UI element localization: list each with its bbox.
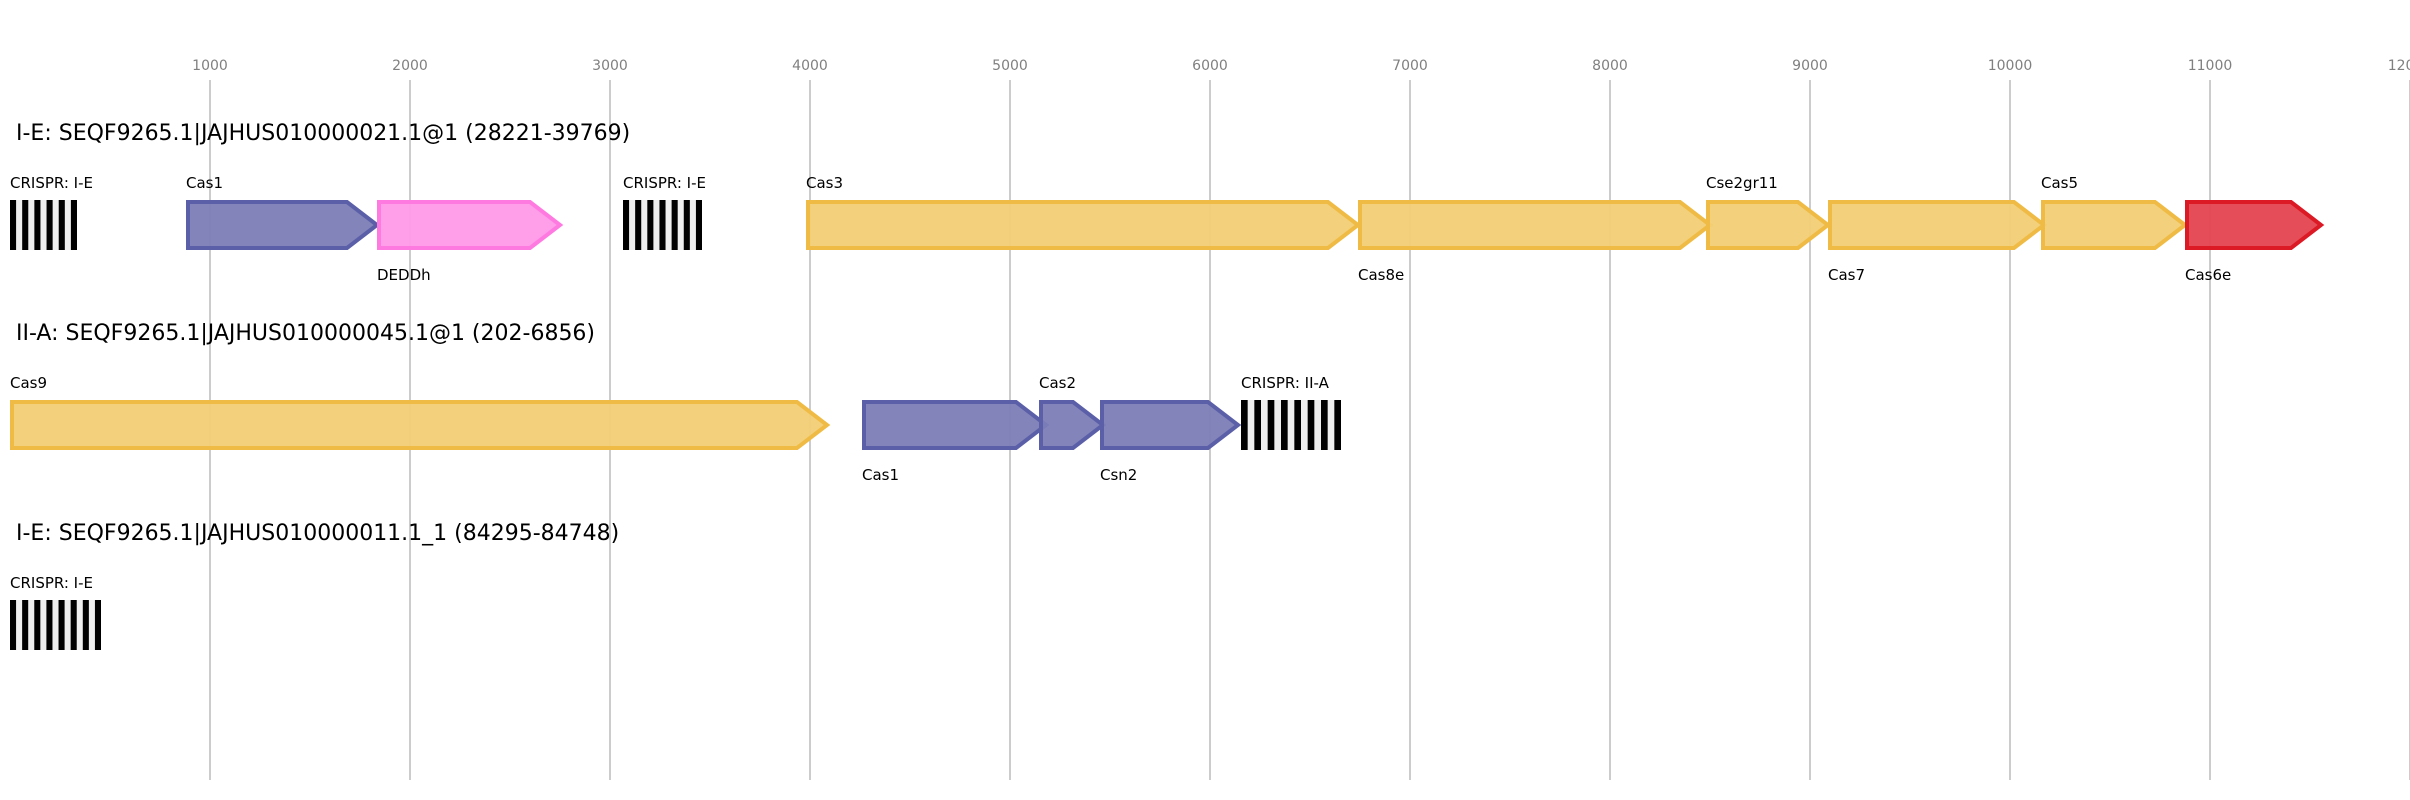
feature-label: Cas1 — [186, 174, 223, 192]
feature-label: CRISPR: I-E — [10, 174, 93, 192]
gene-arrow-cas8e[interactable] — [1358, 200, 1714, 250]
crispr-array[interactable] — [10, 200, 77, 250]
gene-arrow-csn2[interactable] — [1100, 400, 1242, 450]
crispr-repeat — [46, 600, 53, 650]
feature-label: CRISPR: I-E — [623, 174, 706, 192]
tick-label: 2000 — [392, 58, 428, 74]
crispr-repeat — [1307, 400, 1315, 450]
crispr-repeat — [10, 200, 17, 250]
crispr-array-background — [10, 200, 77, 250]
tick-label: 8000 — [1592, 58, 1628, 74]
feature-label: Cas7 — [1828, 266, 1865, 284]
locus-row: II-A: SEQF9265.1|JAJHUS010000045.1@1 (20… — [10, 321, 1341, 484]
tick-label: 4000 — [792, 58, 828, 74]
feature-label: Csn2 — [1100, 466, 1137, 484]
locus-title: I-E: SEQF9265.1|JAJHUS010000021.1@1 (282… — [16, 121, 630, 146]
tick-label: 7000 — [1392, 58, 1428, 74]
feature-label: CRISPR: I-E — [10, 574, 93, 592]
crispr-repeat — [635, 200, 642, 250]
crispr-array[interactable] — [10, 600, 101, 650]
crispr-array[interactable] — [623, 200, 702, 250]
crispr-repeat — [1267, 400, 1275, 450]
feature-label: Cas3 — [806, 174, 843, 192]
crispr-repeat — [10, 600, 17, 650]
feature-label: CRISPR: II-A — [1241, 374, 1330, 392]
gene-arrow-cas2[interactable] — [1039, 400, 1107, 450]
crispr-repeat — [647, 200, 654, 250]
crispr-repeat — [58, 600, 65, 650]
tick-label: 6000 — [1192, 58, 1228, 74]
crispr-repeat — [683, 200, 690, 250]
crispr-repeat — [82, 600, 89, 650]
gene-arrow-cas9[interactable] — [10, 400, 831, 450]
gene-arrow-cas7[interactable] — [1828, 200, 2048, 250]
gene-arrow-cas6e[interactable] — [2185, 200, 2325, 250]
crispr-array[interactable] — [1241, 400, 1341, 450]
tick-label: 12000 — [2388, 58, 2410, 74]
crispr-repeat — [34, 200, 41, 250]
gene-arrow-deddh[interactable] — [377, 200, 564, 250]
tick-label: 5000 — [992, 58, 1028, 74]
feature-label: DEDDh — [377, 266, 431, 284]
crispr-repeat — [1281, 400, 1288, 450]
loci: I-E: SEQF9265.1|JAJHUS010000021.1@1 (282… — [10, 121, 2325, 650]
locus-row: I-E: SEQF9265.1|JAJHUS010000021.1@1 (282… — [10, 121, 2325, 284]
crispr-repeat — [1334, 400, 1341, 450]
feature-label: Cas2 — [1039, 374, 1076, 392]
crispr-repeat — [659, 200, 666, 250]
crispr-repeat — [34, 600, 41, 650]
crispr-repeat — [94, 600, 101, 650]
tick-label: 11000 — [2188, 58, 2233, 74]
feature-label: Cas5 — [2041, 174, 2078, 192]
gene-arrow-cas5[interactable] — [2041, 200, 2189, 250]
feature-label: Cas1 — [862, 466, 899, 484]
crispr-repeat — [695, 200, 702, 250]
crispr-repeat — [70, 600, 77, 650]
crispr-repeat — [70, 200, 77, 250]
tick-label: 3000 — [592, 58, 628, 74]
locus-row: I-E: SEQF9265.1|JAJHUS010000011.1_1 (842… — [10, 521, 619, 650]
feature-label: Cas6e — [2185, 266, 2231, 284]
locus-title: I-E: SEQF9265.1|JAJHUS010000011.1_1 (842… — [16, 521, 619, 546]
gene-arrow-cas3[interactable] — [806, 200, 1362, 250]
crispr-repeat — [1294, 400, 1301, 450]
gene-arrow-cse2gr11[interactable] — [1706, 200, 1832, 250]
gene-arrow-cas1[interactable] — [862, 400, 1050, 450]
tick-label: 9000 — [1792, 58, 1828, 74]
crispr-repeat — [671, 200, 678, 250]
feature-label: Cas9 — [10, 374, 47, 392]
crispr-repeat — [1254, 400, 1261, 450]
crispr-repeat — [623, 200, 630, 250]
crispr-repeat — [46, 200, 53, 250]
crispr-repeat — [1321, 400, 1328, 450]
feature-label: Cse2gr11 — [1706, 174, 1778, 192]
crispr-repeat — [22, 600, 29, 650]
crispr-repeat — [1241, 400, 1248, 450]
tick-label: 1000 — [192, 58, 228, 74]
crispr-repeat — [22, 200, 29, 250]
locus-title: II-A: SEQF9265.1|JAJHUS010000045.1@1 (20… — [16, 321, 595, 346]
gene-arrow-cas1[interactable] — [186, 200, 381, 250]
feature-label: Cas8e — [1358, 266, 1404, 284]
crispr-repeat — [58, 200, 65, 250]
tick-label: 10000 — [1988, 58, 2033, 74]
